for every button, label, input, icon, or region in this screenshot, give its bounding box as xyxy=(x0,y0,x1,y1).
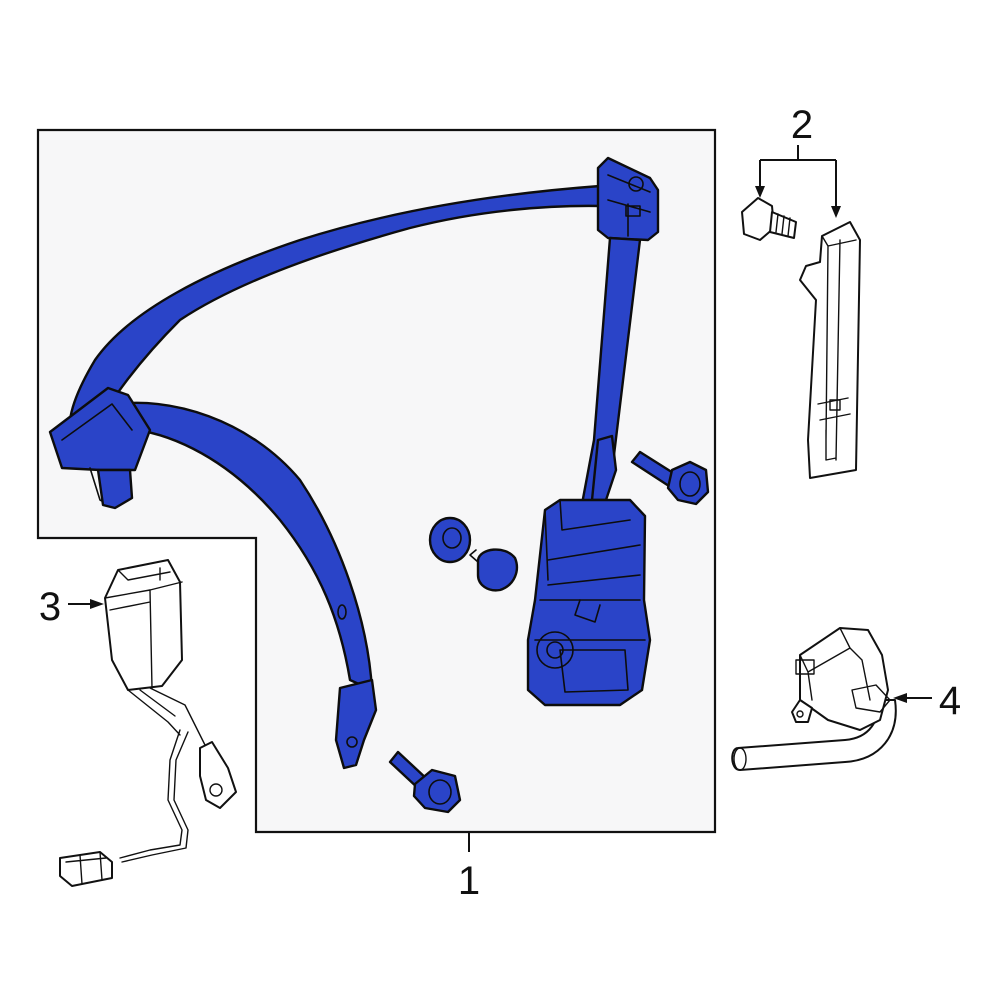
pretensioner-group[interactable] xyxy=(731,627,897,771)
callout-2-label: 2 xyxy=(791,103,813,147)
pretensioner-connector xyxy=(795,659,815,675)
buckle-wires xyxy=(127,687,206,746)
retractor-cap[interactable] xyxy=(476,548,519,592)
callout-2-arrow-a xyxy=(755,186,765,198)
retractor-spool xyxy=(536,631,574,669)
retractor-body[interactable] xyxy=(526,498,652,707)
upper-anchor-slot xyxy=(625,205,641,217)
buckle-connector[interactable] xyxy=(59,851,113,887)
pretensioner-tube-end xyxy=(733,747,747,771)
pretensioner-tube[interactable] xyxy=(731,699,897,771)
retractor-cap-stem xyxy=(469,549,479,563)
seat-belt-buckle-group[interactable] xyxy=(59,559,237,887)
retractor-bolt-head-face xyxy=(679,471,701,497)
anchor-bolt-head[interactable] xyxy=(412,768,462,814)
callout-4-label: 4 xyxy=(939,679,961,723)
pretensioner-housing[interactable] xyxy=(799,627,889,731)
adjuster-rail-detail xyxy=(817,235,857,461)
retractor-spool-hub xyxy=(546,641,564,659)
retractor-washer-inner xyxy=(442,527,462,549)
buckle-ring-terminal xyxy=(199,741,237,809)
buckle-terminal-hole xyxy=(209,783,223,797)
belt-guide-loop xyxy=(48,386,152,472)
adjuster-bolt-threads xyxy=(775,213,791,237)
retractor-bolt-head[interactable] xyxy=(666,460,710,506)
adjuster-rail-slot xyxy=(829,399,841,411)
callout-4-arrow xyxy=(893,693,907,703)
height-adjuster-rail-group[interactable] xyxy=(741,197,861,479)
buckle-body[interactable] xyxy=(104,559,183,691)
upper-anchor-bolt xyxy=(628,176,644,192)
floor-anchor-plate xyxy=(334,678,378,770)
buckle-cable xyxy=(119,729,189,863)
buckle-connector-detail xyxy=(65,851,107,885)
belt-webbing-fold xyxy=(590,434,618,502)
adjuster-rail[interactable] xyxy=(799,221,861,479)
belt-guide-tab xyxy=(96,468,134,510)
pretensioner-tab-hole xyxy=(796,710,804,718)
buckle-detail xyxy=(104,567,183,689)
retractor-washer[interactable] xyxy=(428,516,472,564)
retractor-detail xyxy=(534,499,646,693)
seat-belt-assembly[interactable] xyxy=(48,156,710,814)
upper-d-ring-anchor xyxy=(596,156,660,242)
callout-2-leader xyxy=(759,145,837,212)
callout-3-label: 3 xyxy=(39,585,61,629)
callout-1-label: 1 xyxy=(458,859,480,903)
callout-2-arrow-b xyxy=(831,206,841,218)
pretensioner-housing-detail xyxy=(799,627,891,713)
adjuster-bolt-head[interactable] xyxy=(741,197,775,241)
anchor-bolt-head-face xyxy=(428,779,452,805)
belt-stitch xyxy=(337,604,347,620)
retractor-lever xyxy=(574,599,601,623)
callout-3-arrow xyxy=(90,599,104,609)
floor-anchor-hole xyxy=(346,736,358,748)
